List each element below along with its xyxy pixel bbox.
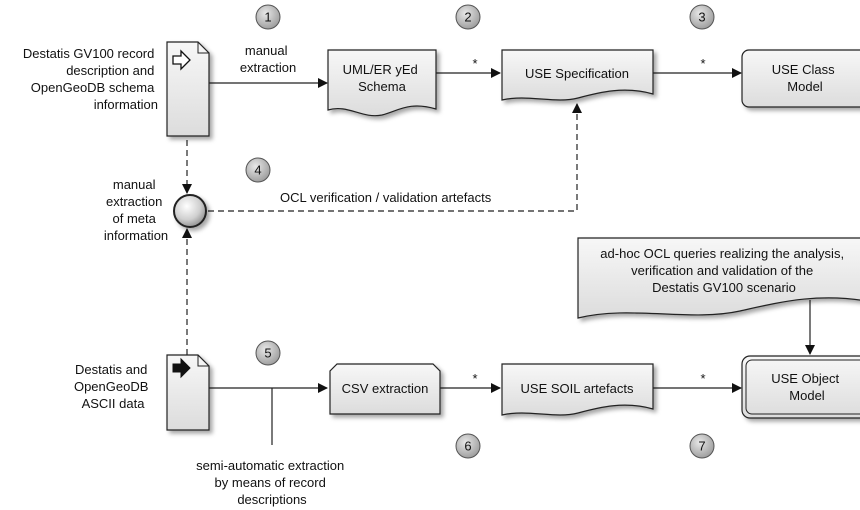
uml-schema-label: UML/ER yEd Schema [343, 62, 422, 94]
use-class-model-label: USE Class Model [772, 62, 838, 94]
meta-information-node [173, 194, 207, 228]
svg-text:4: 4 [254, 163, 261, 178]
step-badge-6: 6 [455, 433, 481, 459]
manual-extraction-label: manual extraction [240, 43, 296, 75]
multiplicity-star-2: * [700, 56, 705, 71]
svg-text:1: 1 [264, 10, 271, 25]
soil-artefacts-label: USE SOIL artefacts [521, 381, 634, 396]
use-spec-node [501, 49, 654, 101]
step-badge-5: 5 [255, 340, 281, 366]
svg-text:5: 5 [264, 346, 271, 361]
ascii-data-label: Destatis and OpenGeoDB ASCII data [74, 362, 152, 411]
ascii-data-document [166, 354, 210, 431]
record-description-label: Destatis GV100 record description and Op… [23, 46, 158, 112]
step-badge-2: 2 [455, 4, 481, 30]
uml-schema-node [327, 49, 437, 117]
multiplicity-star-4: * [700, 371, 705, 386]
meta-extraction-label: manual extraction of meta information [104, 177, 168, 243]
step-badge-1: 1 [255, 4, 281, 30]
ocl-queries-label: ad-hoc OCL queries realizing the analysi… [600, 246, 847, 295]
svg-text:7: 7 [698, 439, 705, 454]
step-badge-7: 7 [689, 433, 715, 459]
record-description-document [166, 41, 210, 137]
svg-text:3: 3 [698, 10, 705, 25]
multiplicity-star-3: * [472, 371, 477, 386]
ocl-queries-node [577, 237, 860, 319]
multiplicity-star-1: * [472, 56, 477, 71]
csv-extraction-label: CSV extraction [342, 381, 429, 396]
csv-extraction-node [329, 363, 441, 415]
use-object-model-node [741, 355, 860, 419]
soil-artefacts-node [501, 363, 654, 416]
semi-automatic-label: semi-automatic extraction by means of re… [196, 458, 348, 507]
step-badge-4: 4 [245, 157, 271, 183]
use-object-model-label: USE Object Model [771, 371, 843, 403]
step-badge-3: 3 [689, 4, 715, 30]
edge-meta-to-usespec [208, 103, 582, 212]
arrow-outline-icon [172, 49, 191, 71]
svg-text:2: 2 [464, 10, 471, 25]
svg-text:6: 6 [464, 439, 471, 454]
use-class-model-node [741, 49, 860, 108]
arrow-filled-icon [172, 357, 191, 379]
ocl-verification-label: OCL verification / validation artefacts [280, 190, 492, 205]
use-spec-label: USE Specification [525, 66, 629, 81]
